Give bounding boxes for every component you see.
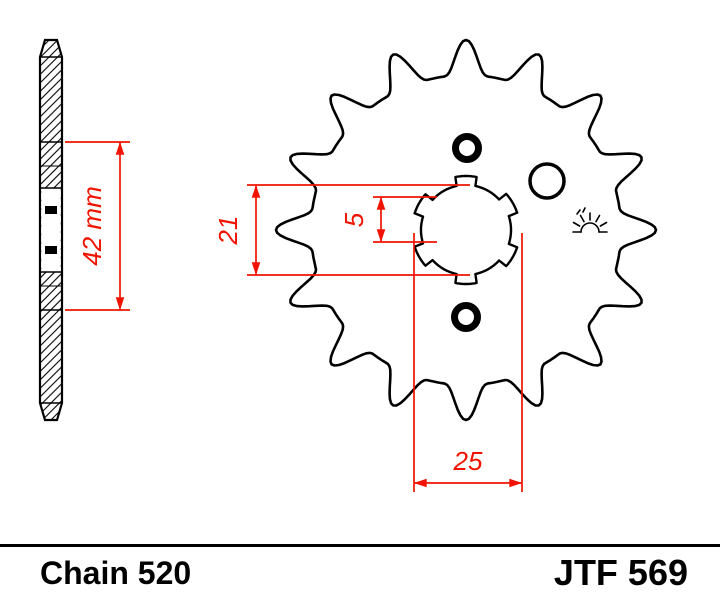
- side-view-spline-section-bottom: [45, 246, 57, 254]
- lightening-hole-bottom: [451, 302, 481, 332]
- dim-21-label: 21: [213, 216, 243, 246]
- dimension-21: 21: [213, 184, 470, 276]
- sun-ray: [572, 221, 581, 227]
- chain-label: Chain 520: [40, 555, 191, 591]
- dim-25-label: 25: [453, 446, 483, 476]
- lightening-hole-top: [452, 133, 482, 163]
- part-number: JTF 569: [554, 552, 688, 593]
- hole-upper-right: [528, 162, 566, 200]
- sun-mark: [576, 207, 586, 215]
- dim-5-label: 5: [339, 212, 369, 227]
- side-view-spline-section-top: [45, 206, 57, 214]
- spline-bore: [413, 174, 519, 286]
- front-view: [274, 38, 658, 422]
- side-view: [38, 38, 64, 422]
- side-view-bore: [41, 188, 61, 272]
- dimension-42mm: 42 mm: [65, 141, 130, 311]
- sun-ray: [595, 214, 601, 223]
- sun-ray: [599, 221, 608, 227]
- sun-ray: [579, 214, 585, 223]
- dim-42mm-label: 42 mm: [77, 186, 107, 265]
- footer: Chain 520 JTF 569: [0, 544, 720, 593]
- jt-sun-logo: [572, 207, 608, 233]
- dimension-5: 5: [339, 196, 437, 243]
- sprocket-holes: [451, 133, 566, 332]
- dimension-25: 25: [413, 233, 523, 492]
- sun-disc: [580, 222, 600, 233]
